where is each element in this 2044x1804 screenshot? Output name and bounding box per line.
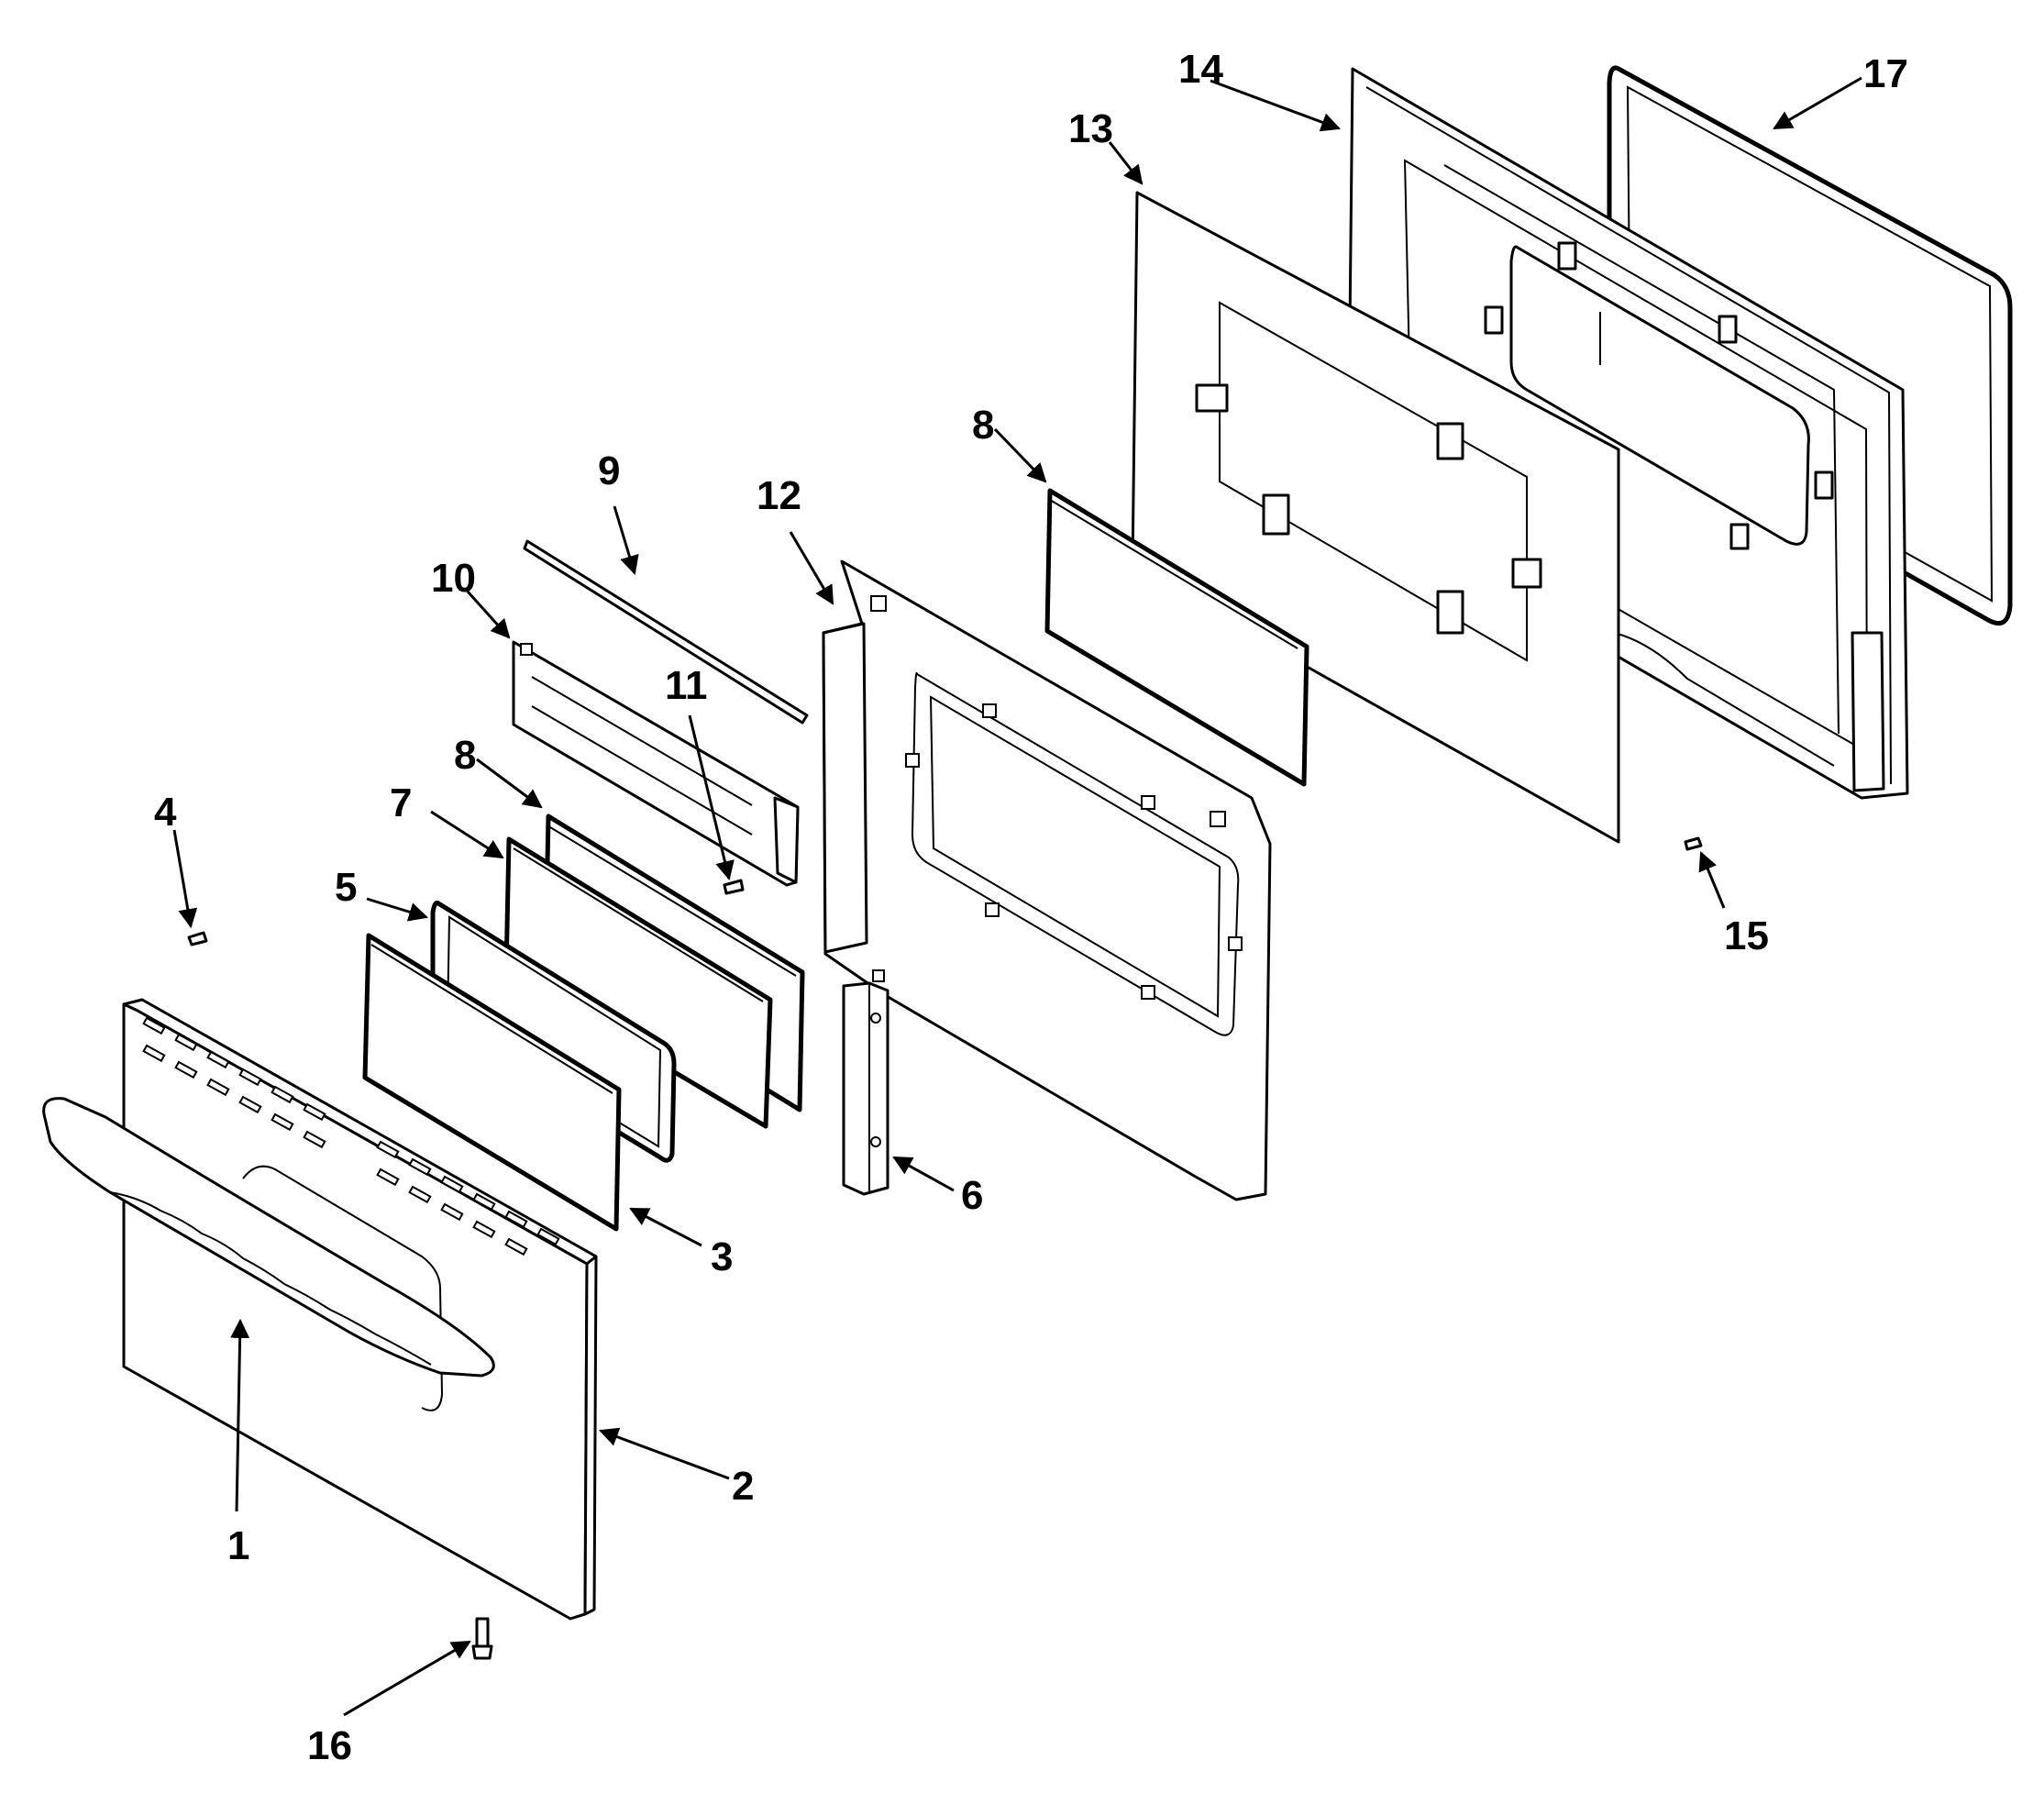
callout-3: 3 bbox=[711, 1234, 733, 1279]
leader-lines bbox=[172, 76, 1862, 1717]
callout-9: 9 bbox=[598, 448, 620, 493]
part-6-hinge-bracket bbox=[842, 981, 889, 1196]
part-7-glass-panel bbox=[503, 836, 773, 1129]
callout-8-front: 8 bbox=[454, 733, 476, 778]
callout-7: 7 bbox=[390, 780, 412, 825]
callout-11: 11 bbox=[665, 663, 708, 708]
callout-17: 17 bbox=[1863, 51, 1908, 96]
callout-4: 4 bbox=[154, 790, 177, 835]
part-13-insulation-panel bbox=[1131, 191, 1620, 844]
callout-10: 10 bbox=[431, 556, 476, 601]
part-4-screw bbox=[187, 931, 208, 946]
callout-2: 2 bbox=[732, 1464, 754, 1509]
part-16-screw bbox=[471, 1617, 493, 1660]
part-11-screw bbox=[723, 879, 745, 895]
callout-15: 15 bbox=[1724, 913, 1769, 958]
callout-8-rear: 8 bbox=[972, 403, 994, 448]
part-10-air-baffle bbox=[512, 640, 800, 887]
part-15-screw bbox=[1684, 836, 1703, 851]
part-9-trim-strip bbox=[523, 539, 809, 725]
callout-12: 12 bbox=[757, 473, 801, 518]
part-12-door-liner bbox=[822, 559, 1272, 1201]
callout-14: 14 bbox=[1178, 47, 1223, 92]
part-3-outer-glass bbox=[362, 933, 622, 1232]
callout-labels: 1 2 3 4 5 6 7 8 8 9 10 11 12 13 14 15 16… bbox=[154, 47, 1908, 1768]
callout-13: 13 bbox=[1068, 106, 1113, 151]
part-1-door-handle bbox=[42, 1097, 495, 1378]
callout-5: 5 bbox=[335, 865, 357, 910]
callout-1: 1 bbox=[227, 1523, 249, 1568]
part-14-inner-door-panel bbox=[1346, 67, 1909, 800]
part-8-glass-panel-rear bbox=[1044, 488, 1309, 787]
callout-16: 16 bbox=[307, 1723, 352, 1768]
door-vent-slots bbox=[142, 1016, 560, 1256]
callout-6: 6 bbox=[961, 1173, 983, 1218]
